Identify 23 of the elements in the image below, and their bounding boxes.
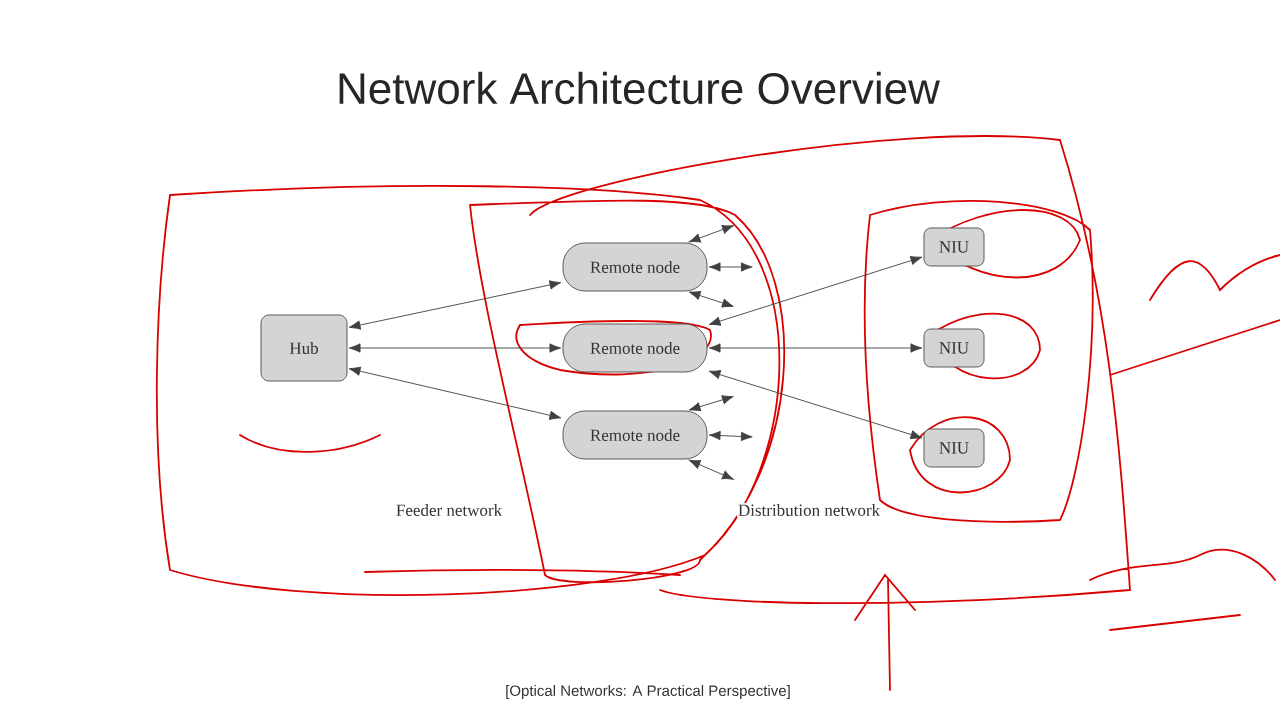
arrow bbox=[708, 262, 753, 272]
hub-box: Hub bbox=[260, 314, 348, 382]
section-label: Feeder network bbox=[394, 503, 504, 517]
arrow bbox=[708, 370, 923, 440]
arrow bbox=[688, 224, 734, 243]
remote-node-box: Remote node bbox=[562, 323, 708, 373]
arrow bbox=[708, 430, 753, 442]
section-label: Distribution network bbox=[736, 503, 882, 517]
niu-box: NIU bbox=[923, 328, 985, 368]
niu-box: NIU bbox=[923, 227, 985, 267]
arrow bbox=[708, 343, 923, 353]
title: Network Architecture Overview bbox=[339, 71, 940, 105]
arrow bbox=[348, 366, 562, 420]
arrow bbox=[708, 255, 923, 326]
remote-node-box: Remote node bbox=[562, 410, 708, 460]
arrow bbox=[688, 395, 734, 412]
caption: [Optical Networks: A Practical Perspective] bbox=[506, 685, 790, 699]
niu-box: NIU bbox=[923, 428, 985, 468]
remote-node-box: Remote node bbox=[562, 242, 708, 292]
arrow bbox=[348, 280, 562, 330]
arrow bbox=[348, 343, 562, 353]
arrow bbox=[688, 290, 734, 308]
arrow bbox=[688, 459, 734, 480]
